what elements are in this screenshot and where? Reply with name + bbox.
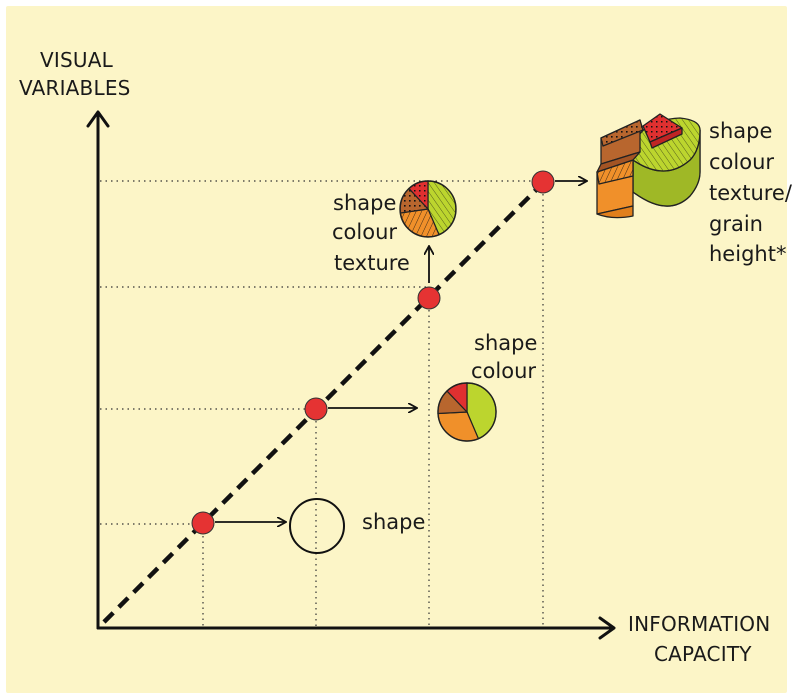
points <box>191 170 555 535</box>
horizontal-guides <box>100 180 541 525</box>
stage3-label-line1: shape <box>333 191 397 215</box>
stage4-label-line3: texture/ <box>709 181 792 205</box>
connector-arrows <box>215 181 586 522</box>
stage3-label-line2: colour <box>332 220 398 244</box>
empty-circle-icon <box>289 498 345 554</box>
stage4-label-line2: colour <box>709 150 775 174</box>
y-axis-arrowhead <box>86 110 110 128</box>
stage2-label-line1: shape <box>474 331 538 355</box>
y-axis-label-line1: VISUAL <box>40 48 113 72</box>
textured-pie-icon <box>399 180 457 238</box>
x-axis-label-line2: CAPACITY <box>654 642 752 666</box>
stage4-label-line4: grain <box>709 212 763 236</box>
x-axis-label-line1: INFORMATION <box>628 612 771 636</box>
point-3 <box>417 286 441 310</box>
y-axis-label-line2: VARIABLES <box>19 76 131 100</box>
stage3-label-line3: texture <box>334 251 410 275</box>
stage2-label-line2: colour <box>471 359 537 383</box>
coloured-pie-icon <box>437 382 497 442</box>
stage4-label-line5: height* <box>709 242 787 266</box>
stage1-label-line1: shape <box>362 510 426 534</box>
point-4 <box>531 170 555 194</box>
3d-pie-icon <box>596 113 701 219</box>
axes <box>86 110 616 640</box>
point-2 <box>304 397 328 421</box>
vertical-guides <box>202 194 544 628</box>
x-axis-arrowhead <box>598 616 616 640</box>
background-panel <box>6 6 787 693</box>
stage4-label-line1: shape <box>709 119 773 143</box>
point-1 <box>191 511 215 535</box>
